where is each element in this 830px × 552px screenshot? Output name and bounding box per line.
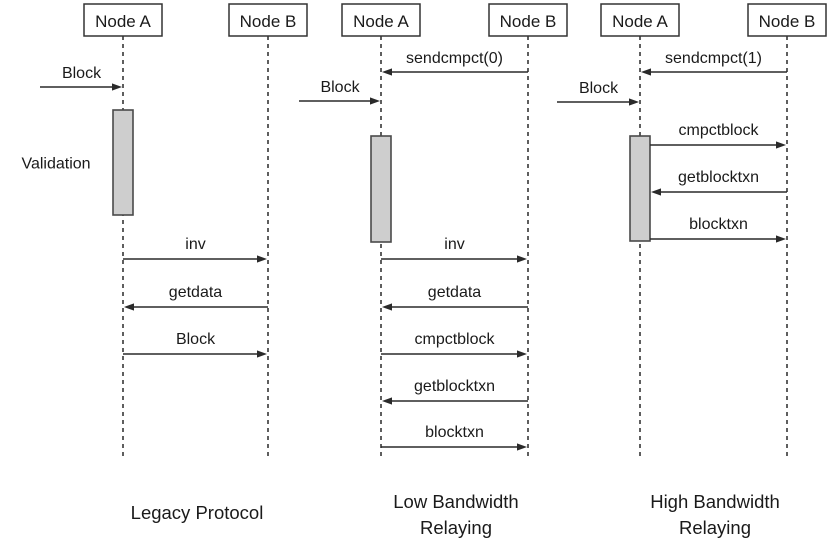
activation-bar xyxy=(629,135,651,242)
message-label: cmpctblock xyxy=(414,331,495,348)
message-arrow-head xyxy=(382,397,392,405)
message-arrow-head xyxy=(257,255,267,263)
activation-label: Validation xyxy=(21,156,90,173)
node-b-box xyxy=(747,3,827,37)
incoming-block-arrow-head xyxy=(629,98,639,106)
message-arrow-head xyxy=(776,141,786,149)
message-arrow-head xyxy=(257,350,267,358)
message-label: getdata xyxy=(169,284,222,301)
node-a-box xyxy=(600,3,680,37)
incoming-block-label: Block xyxy=(320,79,360,96)
message-arrow-head xyxy=(651,188,661,196)
setup-message-arrow-head xyxy=(382,68,392,76)
message-label: getblocktxn xyxy=(678,169,759,186)
message-label: inv xyxy=(444,236,464,253)
message-arrow-head xyxy=(382,303,392,311)
incoming-block-label: Block xyxy=(62,65,102,82)
activation-bar xyxy=(112,109,134,216)
node-b-label: Node B xyxy=(240,12,297,31)
message-arrow-head xyxy=(124,303,134,311)
node-a-label: Node A xyxy=(353,12,409,31)
message-label: Block xyxy=(176,331,216,348)
node-a-label: Node A xyxy=(612,12,668,31)
panel-caption-line2: Relaying xyxy=(679,517,751,538)
message-label: blocktxn xyxy=(689,216,748,233)
setup-message-label: sendcmpct(1) xyxy=(665,50,762,67)
node-a-box xyxy=(83,3,163,37)
message-label: blocktxn xyxy=(425,424,484,441)
message-label: getblocktxn xyxy=(414,378,495,395)
node-b-box xyxy=(488,3,568,37)
panel-caption: Legacy Protocol xyxy=(131,502,264,523)
panel-caption-line2: Relaying xyxy=(420,517,492,538)
node-b-box xyxy=(228,3,308,37)
node-a-label: Node A xyxy=(95,12,151,31)
incoming-block-arrow-head xyxy=(112,83,122,91)
node-b-label: Node B xyxy=(759,12,816,31)
message-label: cmpctblock xyxy=(678,122,759,139)
message-label: getdata xyxy=(428,284,481,301)
panel-caption-line1: High Bandwidth xyxy=(650,491,780,512)
setup-message-label: sendcmpct(0) xyxy=(406,50,503,67)
message-arrow-head xyxy=(517,443,527,451)
message-label: inv xyxy=(185,236,205,253)
node-b-label: Node B xyxy=(500,12,557,31)
node-a-box xyxy=(341,3,421,37)
message-arrow-head xyxy=(517,255,527,263)
activation-bar xyxy=(370,135,392,243)
message-arrow-head xyxy=(776,235,786,243)
incoming-block-label: Block xyxy=(579,80,619,97)
incoming-block-arrow-head xyxy=(370,97,380,105)
message-arrow-head xyxy=(517,350,527,358)
setup-message-arrow-head xyxy=(641,68,651,76)
panel-caption-line1: Low Bandwidth xyxy=(393,491,518,512)
